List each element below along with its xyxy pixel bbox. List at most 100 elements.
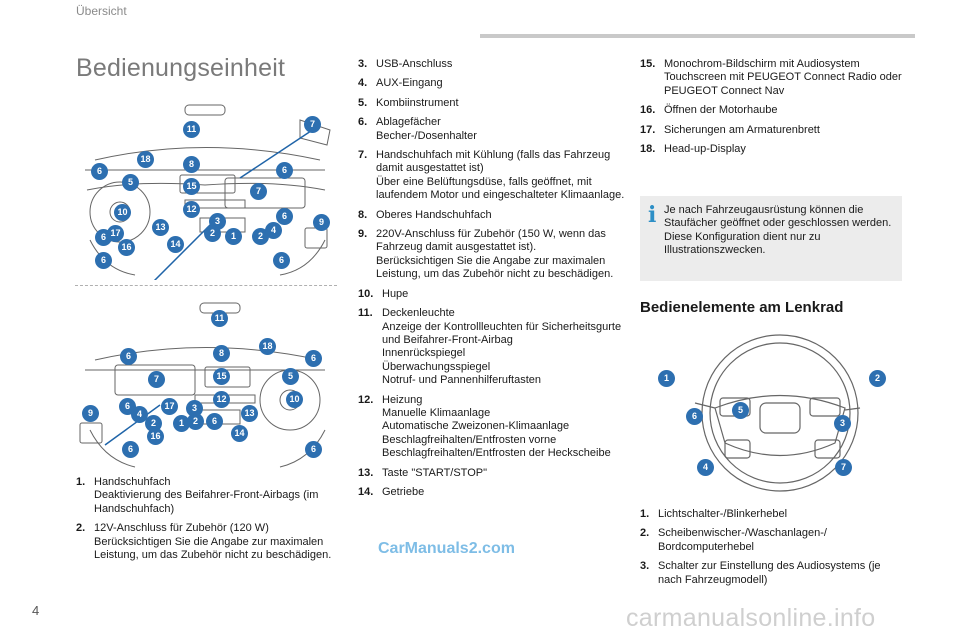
callout-badge: 11: [211, 310, 228, 327]
callout-badge: 5: [282, 368, 299, 385]
callout-badge: 7: [250, 183, 267, 200]
callout-badge: 18: [259, 338, 276, 355]
callout-badge: 6: [206, 413, 223, 430]
callout-badge: 4: [265, 222, 282, 239]
callout-badge: 7: [148, 371, 165, 388]
legend-item-number: 17.: [640, 124, 664, 137]
legend-list-col3: 15.Monochrom-Bildschirm mit Audiosystem …: [640, 58, 902, 162]
legend-item-text: Oberes Handschuhfach: [376, 209, 626, 222]
callout-badge: 8: [183, 156, 200, 173]
callout-badge: 6: [305, 441, 322, 458]
callout-badge: 8: [213, 345, 230, 362]
page-title: Bedienungseinheit: [76, 54, 285, 83]
callout-badge: 10: [114, 204, 131, 221]
legend-item-number: 14.: [358, 486, 382, 499]
legend-item-number: 16.: [640, 104, 664, 117]
legend-item-text: USB-Anschluss: [376, 58, 626, 71]
steering-section-title: Bedienelemente am Lenkrad: [640, 299, 843, 316]
legend-item-number: 5.: [358, 97, 376, 110]
legend-item-number: 2.: [76, 522, 94, 562]
legend-item: 6.Ablagefächer Becher-/Dosenhalter: [358, 116, 626, 143]
callout-badge: 15: [213, 368, 230, 385]
legend-item-number: 11.: [358, 307, 382, 387]
callout-badge: 17: [161, 398, 178, 415]
illustration-separator: [75, 285, 337, 287]
callout-badge: 5: [732, 402, 749, 419]
callout-badge: 6: [122, 441, 139, 458]
callout-badge: 6: [95, 252, 112, 269]
callout-badge: 12: [213, 391, 230, 408]
legend-item-text: Taste "START/STOP": [382, 467, 626, 480]
callout-badge: 6: [91, 163, 108, 180]
legend-item: 9.220V-Anschluss für Zubehör (150 W, wen…: [358, 228, 626, 282]
legend-item-number: 2.: [640, 527, 658, 554]
legend-item-text: Heizung Manuelle Klimaanlage Automatisch…: [382, 394, 626, 461]
legend-item: 11.Deckenleuchte Anzeige der Kontrollleu…: [358, 307, 626, 387]
legend-item: 18.Head-up-Display: [640, 143, 902, 156]
legend-item-text: 220V-Anschluss für Zubehör (150 W, wenn …: [376, 228, 626, 282]
legend-list-col2: 3.USB-Anschluss 4.AUX-Eingang 5.Kombiinstr…: [358, 58, 626, 505]
dashboard-illustration-lhd: [75, 100, 337, 280]
legend-item-text: Getriebe: [382, 486, 626, 499]
callout-badge: 4: [697, 459, 714, 476]
callout-badge: 6: [305, 350, 322, 367]
callout-badge: 16: [118, 239, 135, 256]
callout-badge: 18: [137, 151, 154, 168]
legend-item-number: 3.: [358, 58, 376, 71]
callout-badge: 9: [82, 405, 99, 422]
legend-item: 3.USB-Anschluss: [358, 58, 626, 71]
legend-item: 1.Handschuhfach Deaktivierung des Beifah…: [76, 476, 338, 516]
legend-item-number: 7.: [358, 149, 376, 203]
legend-item: 1.Lichtschalter-/Blinkerhebel: [640, 508, 902, 521]
callout-badge: 12: [183, 201, 200, 218]
legend-item-text: Handschuhfach Deaktivierung des Beifahre…: [94, 476, 338, 516]
legend-item-number: 15.: [640, 58, 664, 98]
legend-item-text: Kombiinstrument: [376, 97, 626, 110]
legend-item-number: 10.: [358, 288, 382, 301]
legend-item-text: Lichtschalter-/Blinkerhebel: [658, 508, 902, 521]
legend-item-number: 6.: [358, 116, 376, 143]
callout-badge: 7: [835, 459, 852, 476]
callout-badge: 6: [120, 348, 137, 365]
watermark-carmanuals: CarManuals2.com: [378, 540, 515, 558]
callout-badge: 1: [225, 228, 242, 245]
legend-item: 3.Schalter zur Einstellung des Audiosyst…: [640, 560, 902, 587]
legend-item: 10.Hupe: [358, 288, 626, 301]
legend-item-number: 1.: [640, 508, 658, 521]
legend-item: 7.Handschuhfach mit Kühlung (falls das F…: [358, 149, 626, 203]
callout-badge: 6: [686, 408, 703, 425]
callout-badge: 14: [167, 236, 184, 253]
section-header: Übersicht: [76, 4, 127, 18]
legend-item-number: 12.: [358, 394, 382, 461]
callout-badge: 9: [313, 214, 330, 231]
legend-item: 2.Scheibenwischer-/Waschanlagen-/ Bordco…: [640, 527, 902, 554]
legend-item-number: 13.: [358, 467, 382, 480]
callout-badge: 7: [304, 116, 321, 133]
legend-item-text: Deckenleuchte Anzeige der Kontrollleucht…: [382, 307, 626, 387]
legend-item-number: 1.: [76, 476, 94, 516]
callout-badge: 13: [152, 219, 169, 236]
callout-badge: 6: [276, 208, 293, 225]
legend-item-number: 9.: [358, 228, 376, 282]
legend-item-text: Monochrom-Bildschirm mit Audiosystem Tou…: [664, 58, 902, 98]
callout-badge: 13: [241, 405, 258, 422]
callout-badge: 1: [173, 415, 190, 432]
legend-item: 15.Monochrom-Bildschirm mit Audiosystem …: [640, 58, 902, 98]
callout-badge: 11: [183, 121, 200, 138]
legend-item-text: Schalter zur Einstellung des Audiosystem…: [658, 560, 902, 587]
callout-badge: 5: [122, 174, 139, 191]
watermark-footer: carmanualsonline.info: [626, 604, 876, 633]
callout-badge: 14: [231, 425, 248, 442]
info-icon: i: [648, 204, 654, 230]
legend-item: 16.Öffnen der Motorhaube: [640, 104, 902, 117]
callout-badge: 6: [276, 162, 293, 179]
info-box: i Je nach Fahrzeugausrüstung können die …: [640, 196, 902, 281]
legend-item: 4.AUX-Eingang: [358, 77, 626, 90]
legend-item: 5.Kombiinstrument: [358, 97, 626, 110]
legend-item: 17.Sicherungen am Armaturenbrett: [640, 124, 902, 137]
legend-item: 8.Oberes Handschuhfach: [358, 209, 626, 222]
info-text: Je nach Fahrzeugausrüstung können die St…: [664, 204, 892, 258]
legend-item-number: 8.: [358, 209, 376, 222]
legend-item-text: Scheibenwischer-/Waschanlagen-/ Bordcomp…: [658, 527, 902, 554]
